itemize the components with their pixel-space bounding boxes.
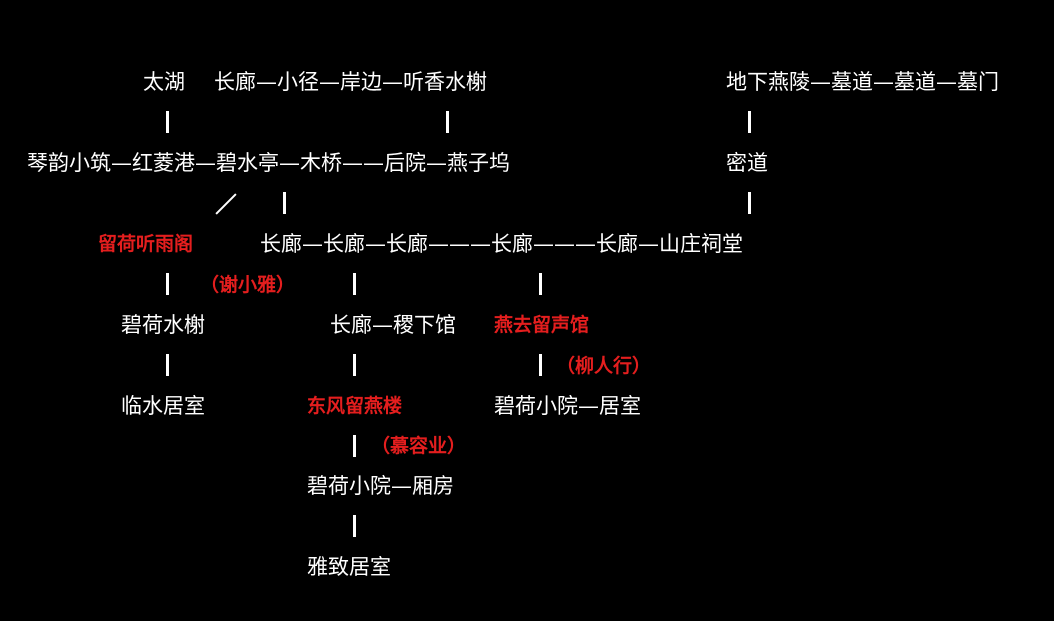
node-row6-mid: 碧荷小院—厢房 xyxy=(307,474,454,498)
connector-line xyxy=(353,354,356,376)
connector-line xyxy=(539,273,542,295)
node-row2-path: 琴韵小筑—红菱港—碧水亭—木桥——后院—燕子坞 xyxy=(27,151,510,175)
connector-diagonal xyxy=(215,193,237,215)
node-yanqu-liusheng-guan: 燕去留声馆 xyxy=(494,314,590,336)
connector-line xyxy=(166,354,169,376)
node-bihe-shuixie: 碧荷水榭 xyxy=(121,313,205,337)
connector-line xyxy=(283,192,286,214)
node-row4-mid: 长廊—稷下馆 xyxy=(330,313,456,337)
character-liu-renxing: （柳人行） xyxy=(556,355,652,377)
connector-line xyxy=(166,111,169,133)
connector-line xyxy=(353,273,356,295)
character-xie-xiaoya: （谢小雅） xyxy=(200,274,296,296)
connector-line xyxy=(748,192,751,214)
connector-line xyxy=(353,515,356,537)
node-taihu: 太湖 xyxy=(143,70,185,94)
connector-line xyxy=(353,435,356,457)
node-dongfeng-liuyan-lou: 东风留燕楼 xyxy=(307,395,403,417)
node-secret-passage: 密道 xyxy=(726,151,768,175)
connector-line xyxy=(166,273,169,295)
connector-line xyxy=(446,111,449,133)
character-murong-ye: （慕容业） xyxy=(371,435,467,457)
node-row5-right: 碧荷小院—居室 xyxy=(494,394,641,418)
node-row1-path: 长廊—小径—岸边—听香水榭 xyxy=(214,70,487,94)
connector-line xyxy=(748,111,751,133)
connector-line xyxy=(539,354,542,376)
node-liuhe-tingyu-ge: 留荷听雨阁 xyxy=(98,233,194,255)
node-yazhi-jushi: 雅致居室 xyxy=(307,555,391,579)
node-row1-right: 地下燕陵—墓道—墓道—墓门 xyxy=(726,70,999,94)
node-linshui-jushi: 临水居室 xyxy=(121,394,205,418)
node-row3-path: 长廊—长廊—长廊———长廊———长廊—山庄祠堂 xyxy=(260,232,743,256)
